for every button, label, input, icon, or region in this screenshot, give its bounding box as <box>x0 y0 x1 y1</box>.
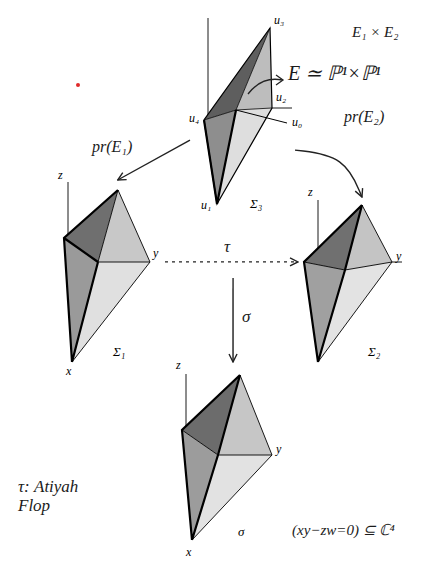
cone-edge <box>204 110 236 204</box>
math-label: u₀ <box>292 116 302 129</box>
cone-edge <box>72 190 150 362</box>
math-label: y <box>276 443 281 456</box>
cone-sigma1 <box>64 182 150 362</box>
map-arrow <box>232 278 233 362</box>
math-label: z <box>58 169 63 182</box>
handwritten-note: (xy−zw=0) ⊆ ℂ⁴ <box>292 522 395 539</box>
axis-line <box>318 200 319 250</box>
cone-sigma <box>182 374 272 540</box>
cone-label: Σ₁ <box>113 345 125 359</box>
math-label: u₃ <box>274 14 284 27</box>
map-arrow <box>165 261 298 262</box>
cone-edge <box>204 28 272 120</box>
math-label: u₂ <box>276 91 286 104</box>
arrow-label: pr(E₁) <box>92 138 132 156</box>
cone-sigma2 <box>304 200 402 362</box>
math-label: x <box>186 546 191 559</box>
cone-label: Σ₃ <box>250 197 262 211</box>
cone-edge <box>304 205 392 362</box>
axis-line <box>272 108 292 109</box>
cone-diagram: Σ₃ <box>190 18 295 278</box>
leader-arrowhead <box>276 75 283 85</box>
math-label: y <box>396 250 401 263</box>
cone-label: Σ₂ <box>368 345 380 359</box>
cone-edge <box>204 28 272 204</box>
arrow-label: τ <box>224 238 230 257</box>
math-label: x <box>66 365 71 378</box>
handwritten-note: E ≃ ℙ¹×ℙ¹ <box>288 62 381 84</box>
cone-diagram: σ <box>170 362 285 557</box>
ray-line <box>236 110 287 123</box>
axis-line <box>208 18 209 120</box>
axis-line <box>186 374 187 430</box>
handwritten-note: E₁ × E₂ <box>352 24 398 41</box>
handwritten-note: τ: Atiyah Flop <box>18 478 98 515</box>
math-label: u₄ <box>189 112 199 125</box>
cone-diagram: Σ₂ <box>298 197 402 372</box>
map-arrow <box>295 150 362 197</box>
arrow-label: σ <box>242 308 250 327</box>
cone-edge <box>64 190 118 362</box>
cone-edge <box>182 375 272 540</box>
cone-edge <box>182 375 240 540</box>
math-label: y <box>153 247 158 260</box>
cone-diagram: Σ₁ <box>55 180 165 375</box>
axis-line <box>68 182 69 240</box>
cone-sigma3 <box>204 18 292 204</box>
red-dot <box>76 83 80 87</box>
math-label: u₁ <box>201 199 211 212</box>
cone-edge <box>304 205 362 362</box>
arrow-label: pr(E₂) <box>344 108 384 126</box>
cone-label: σ <box>238 525 244 539</box>
math-label: z <box>176 359 181 372</box>
math-label: z <box>308 186 313 199</box>
